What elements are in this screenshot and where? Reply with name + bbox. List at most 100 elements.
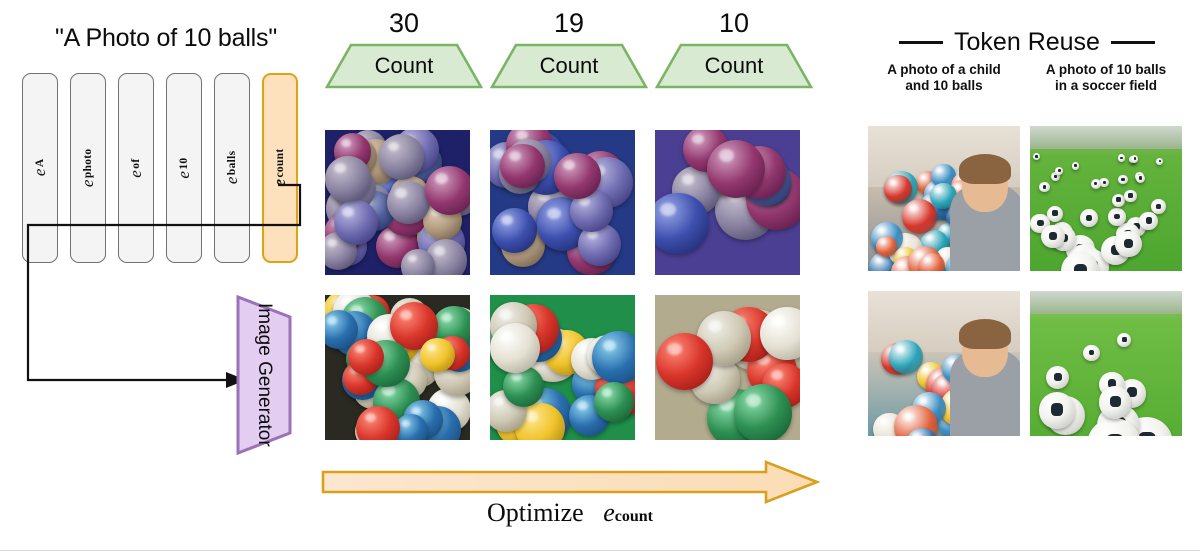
- generated-image-top-19: [490, 130, 635, 275]
- soccer-ball: [1124, 189, 1137, 202]
- ball-pentagon: [1120, 156, 1123, 160]
- ball-pentagon: [1116, 197, 1121, 202]
- feedback-connector: [26, 183, 302, 388]
- count-trapezoid-shape: [655, 43, 813, 89]
- ball: [355, 405, 401, 440]
- ball-pentagon: [1124, 238, 1134, 248]
- generated-image-bottom-10: [655, 295, 800, 440]
- image-content: [325, 295, 470, 440]
- count-value: 19: [553, 8, 585, 38]
- child-hair: [959, 154, 1011, 184]
- ball: [325, 156, 371, 202]
- count-value: 10: [718, 8, 750, 38]
- ball: [554, 152, 601, 200]
- divider-left: [899, 41, 944, 44]
- soccer-ball: [1099, 177, 1110, 188]
- ball-pentagon: [1042, 185, 1047, 189]
- soccer-ball: [1055, 166, 1064, 176]
- image-generator-label: Image Generator: [236, 295, 292, 455]
- ball-pentagon: [1113, 213, 1120, 220]
- ball-pentagon: [1086, 214, 1093, 221]
- image-content: [325, 130, 470, 275]
- ball-pentagon: [1052, 210, 1059, 217]
- ball-pentagon: [1137, 432, 1156, 436]
- ball: [884, 175, 912, 203]
- image-content: [868, 126, 1020, 271]
- ball: [918, 253, 946, 271]
- ball-pentagon: [1121, 177, 1125, 181]
- optimize-symbol: e: [603, 498, 615, 527]
- ball: [420, 338, 455, 373]
- soccer-ball: [1071, 162, 1080, 170]
- ball: [593, 381, 635, 422]
- reuse-image-soccer-top: [1030, 126, 1182, 271]
- soccer-ball: [1151, 199, 1166, 215]
- ball: [655, 333, 713, 391]
- soccer-ball: [1136, 173, 1146, 183]
- soccer-ball: [1098, 385, 1132, 419]
- ball-pentagon: [1102, 180, 1106, 184]
- soccer-ball: [1139, 211, 1159, 231]
- ball: [400, 249, 436, 275]
- soccer-ball: [1087, 417, 1142, 436]
- ball-pentagon: [1088, 349, 1095, 356]
- ball: [425, 165, 470, 215]
- soccer-ball: [1061, 252, 1099, 271]
- page-title: "A Photo of 10 balls": [54, 24, 278, 52]
- soccer-ball: [1156, 157, 1164, 166]
- count-trapezoid-shape: [325, 43, 483, 89]
- ball-pentagon: [1105, 434, 1125, 436]
- soccer-ball: [1046, 205, 1064, 223]
- reuse-image-child-top: [868, 126, 1020, 271]
- image-content: [655, 130, 800, 275]
- ball-pentagon: [1133, 157, 1136, 160]
- soccer-ball: [1038, 392, 1076, 429]
- soccer-ball: [1080, 209, 1098, 228]
- ball: [378, 134, 424, 180]
- soccer-ball: [1117, 332, 1132, 347]
- generator-line-2: Generator: [253, 361, 275, 447]
- optimize-subscript: count: [614, 508, 654, 525]
- count-module: Count: [655, 43, 813, 89]
- ball-pentagon: [1156, 203, 1162, 209]
- generated-image-bottom-30: [325, 295, 470, 440]
- soccer-ball: [1090, 178, 1101, 189]
- count-value: 30: [388, 8, 420, 38]
- count-module-label: Count: [704, 53, 764, 78]
- image-generator-block: Image Generator: [236, 295, 292, 455]
- ball-pentagon: [1158, 159, 1162, 163]
- ball: [888, 340, 924, 375]
- count-module: Count: [325, 43, 483, 89]
- ball: [500, 143, 545, 189]
- ball-pentagon: [1049, 231, 1058, 240]
- ball-pentagon: [1035, 155, 1038, 158]
- ball: [905, 427, 939, 436]
- generated-image-top-30: [325, 130, 470, 275]
- image-content: [655, 295, 800, 440]
- ball-pentagon: [1145, 217, 1153, 224]
- count-module: Count: [490, 43, 648, 89]
- image-content: [490, 130, 635, 275]
- ball-pentagon: [1074, 263, 1087, 271]
- soccer-ball: [1045, 365, 1069, 389]
- ball-pentagon: [1053, 372, 1062, 381]
- ball: [876, 236, 897, 257]
- token-reuse-heading: Token Reuse: [862, 28, 1192, 57]
- child-hair: [959, 319, 1011, 349]
- soccer-ball: [1032, 153, 1040, 161]
- ball-pentagon: [1139, 176, 1143, 180]
- generated-image-bottom-19: [490, 295, 635, 440]
- ball-pentagon: [1074, 164, 1078, 167]
- ball: [901, 198, 937, 234]
- ball: [492, 207, 538, 253]
